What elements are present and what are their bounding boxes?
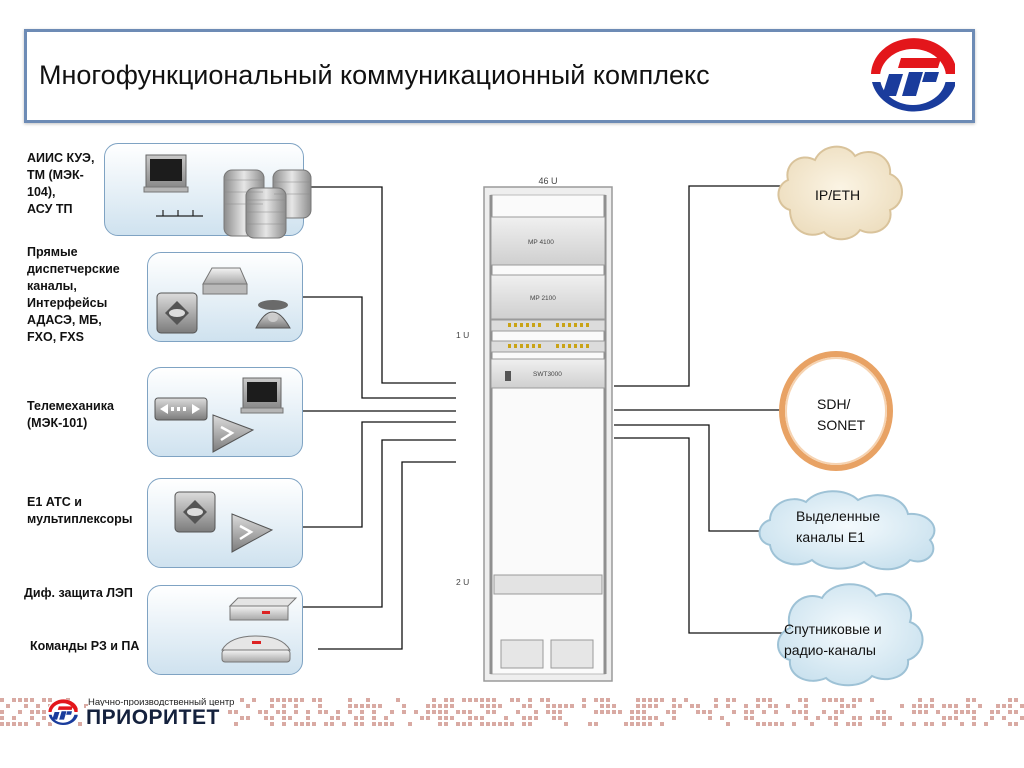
relay-protection-device-icon (228, 597, 298, 621)
line-satellite (614, 437, 782, 634)
label-line: Диф. защита ЛЭП (24, 586, 133, 600)
rack-fan-left (500, 639, 544, 669)
label-line: диспетчерские (27, 262, 120, 276)
unit-swt-label: SWT3000 (533, 371, 562, 378)
page-title: Многофункциональный коммуникационный ком… (39, 60, 710, 90)
line-ip-eth (614, 185, 782, 387)
label-line: 104), (27, 185, 56, 199)
label-line: Выделенные (796, 508, 881, 524)
label-line: Е1 АТС и (27, 495, 82, 509)
label-e1-ats: Е1 АТС и мультиплексоры (27, 494, 132, 528)
satellite-radio-cloud (777, 583, 924, 687)
label-line: Спутниковые и (784, 621, 882, 637)
label-line: ТМ (МЭК- (27, 168, 84, 182)
rack-2u-label: 2 U (456, 577, 469, 587)
rack-fan-right (550, 639, 594, 669)
label-line: Телемеханика (27, 399, 114, 413)
server-stack-icon (223, 169, 312, 239)
right-connection-lines (614, 185, 782, 634)
label-line: Прямые (27, 245, 78, 259)
line-e1-leased (614, 424, 760, 532)
title-box: Многофункциональный коммуникационный ком… (24, 29, 975, 123)
label-line: каналы Е1 (796, 529, 865, 545)
e1-leased-label: Выделенные каналы Е1 (796, 506, 880, 548)
patch-panel-2 (490, 340, 606, 353)
left-connection-lines (303, 186, 456, 650)
telephone-icon (255, 300, 291, 329)
phone-switch-icon (174, 491, 216, 533)
label-line: SDH/ (817, 396, 851, 412)
rack-top-label: 46 U (538, 176, 557, 186)
patch-ports-1 (508, 323, 589, 327)
rack-cabinet (483, 186, 613, 682)
sdh-sonet-ring (779, 351, 893, 471)
rack-shelf (493, 574, 603, 595)
footer-company-name: ПРИОРИТЕТ (86, 706, 223, 730)
network-bus-icon (156, 210, 203, 217)
phone-switch-icon (156, 292, 198, 334)
label-line: FXO, FXS (27, 330, 84, 344)
footer-logo-icon (46, 699, 80, 727)
command-device-icon (221, 635, 291, 663)
label-telemechanics: Телемеханика (МЭК-101) (27, 398, 114, 432)
computer-monitor-icon (240, 377, 284, 414)
unit-mp2100 (490, 274, 606, 320)
label-aiis-kue: АИИС КУЭ, ТМ (МЭК- 104), АСУ ТП (27, 150, 94, 218)
ip-eth-cloud (777, 145, 903, 241)
label-line: АДАСЭ, МБ, (27, 313, 102, 327)
label-rz-pa-commands: Команды РЗ и ПА (30, 638, 139, 655)
amplifier-icon (212, 414, 255, 453)
patch-ports-2 (508, 344, 589, 348)
rack-1u-label: 1 U (456, 330, 469, 340)
line-aiis (303, 186, 456, 384)
line-diff-protection (303, 439, 456, 608)
label-diff-protection: Диф. защита ЛЭП (24, 585, 133, 602)
modem-icon (202, 267, 248, 295)
unit-mp4100 (490, 216, 606, 266)
line-rz-pa (318, 461, 456, 650)
label-dispatch-channels: Прямые диспетчерские каналы, Интерфейсы … (27, 244, 120, 346)
computer-monitor-icon (143, 154, 189, 193)
label-line: радио-каналы (784, 642, 876, 658)
telemechanics-device-icon (154, 397, 208, 421)
label-line: каналы, (27, 279, 77, 293)
label-line: Интерфейсы (27, 296, 108, 310)
company-logo-icon (866, 37, 960, 117)
satellite-radio-label: Спутниковые и радио-каналы (784, 619, 882, 661)
line-e1 (303, 421, 456, 528)
unit-mp2100-label: MP 2100 (530, 295, 556, 302)
footer-subtitle: Научно-производственный центр (88, 697, 237, 708)
ip-eth-label: IP/ETH (815, 187, 861, 203)
label-line: SONET (817, 417, 866, 433)
patch-panel-1 (490, 319, 606, 332)
panel-e1 (147, 478, 303, 568)
label-line: Команды РЗ и ПА (30, 639, 140, 653)
label-line: АИИС КУЭ, (27, 151, 95, 165)
unit-mp4100-label: MP 4100 (528, 239, 554, 246)
label-line: мультиплексоры (27, 512, 133, 526)
label-line: (МЭК-101) (27, 416, 88, 430)
e1-leased-cloud (758, 490, 936, 571)
sdh-sonet-label: SDH/ SONET (817, 394, 865, 436)
line-dispatch (303, 296, 456, 399)
amplifier-icon (231, 513, 274, 553)
label-line: АСУ ТП (27, 202, 73, 216)
